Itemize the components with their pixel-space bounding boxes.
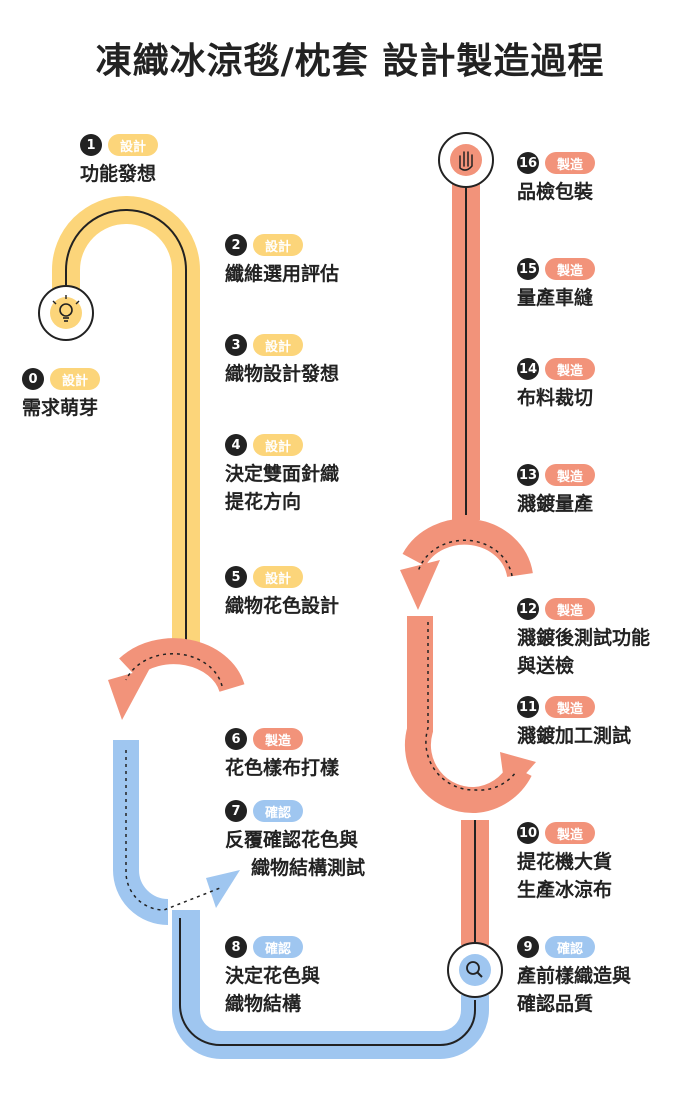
step-number: 8 <box>225 936 247 958</box>
step-number: 3 <box>225 334 247 356</box>
step-2: 2 設計 纖維選用評估 <box>225 232 339 288</box>
step-tag: 設計 <box>253 434 304 456</box>
step-0: 0 設計 需求萌芽 <box>22 366 101 422</box>
step-label: 提花機大貨 <box>517 851 613 873</box>
page-title: 凍織冰涼毯/枕套 設計製造過程 <box>95 41 605 82</box>
step-label: 織物結構 <box>225 993 302 1015</box>
step-3: 3 設計 織物設計發想 <box>225 332 339 388</box>
step-label: 織物花色設計 <box>225 595 340 617</box>
step-1: 1 設計 功能發想 <box>80 132 159 188</box>
step-label: 提花方向 <box>225 491 302 513</box>
step-label: 花色樣布打樣 <box>225 757 340 779</box>
step-label: 量產車縫 <box>517 287 594 309</box>
confirm-path <box>113 740 169 925</box>
step-label: 需求萌芽 <box>22 397 99 419</box>
confirm-arrow-head <box>206 870 240 908</box>
loop-arrow-2 <box>404 616 532 814</box>
step-12: 12 製造 濺鍍後測試功能 與送檢 <box>517 596 650 680</box>
step-9: 9 確認 產前樣織造與 確認品質 <box>517 934 631 1018</box>
lightbulb-icon <box>38 285 94 341</box>
step-label: 纖維選用評估 <box>225 263 340 285</box>
step-label: 決定花色與 <box>225 965 321 987</box>
step-label: 與送檢 <box>517 655 575 677</box>
step-label: 品檢包裝 <box>517 181 594 203</box>
step-label: 濺鍍後測試功能 <box>517 627 651 649</box>
step-tag: 設計 <box>253 566 304 588</box>
step-number: 9 <box>517 936 539 958</box>
step-tag: 設計 <box>253 234 304 256</box>
loop-arrow-1-head <box>108 668 150 720</box>
step-14: 14 製造 布料裁切 <box>517 356 596 412</box>
step-label: 織物設計發想 <box>225 363 340 385</box>
step-number: 11 <box>517 696 539 718</box>
step-tag: 製造 <box>253 728 304 750</box>
loop-arrow-3-head <box>400 560 440 610</box>
step-tag: 製造 <box>545 822 596 844</box>
step-number: 7 <box>225 800 247 822</box>
step-number: 5 <box>225 566 247 588</box>
step-label: 反覆確認花色與 <box>225 829 359 851</box>
step-number: 4 <box>225 434 247 456</box>
step-16: 16 製造 品檢包裝 <box>517 150 596 206</box>
step-label: 織物結構測試 <box>251 857 366 879</box>
step-number: 16 <box>517 152 539 174</box>
step-6: 6 製造 花色樣布打樣 <box>225 726 339 782</box>
step-label: 產前樣織造與 <box>517 965 632 987</box>
step-number: 13 <box>517 464 539 486</box>
step-tag: 設計 <box>50 368 101 390</box>
step-number: 0 <box>22 368 44 390</box>
step-number: 14 <box>517 358 539 380</box>
step-label: 確認品質 <box>517 993 594 1015</box>
step-number: 15 <box>517 258 539 280</box>
step-tag: 設計 <box>253 334 304 356</box>
step-label: 布料裁切 <box>517 387 594 409</box>
step-5: 5 設計 織物花色設計 <box>225 564 339 620</box>
loop-arrow-3 <box>402 518 533 578</box>
step-tag: 製造 <box>545 152 596 174</box>
step-number: 12 <box>517 598 539 620</box>
step-tag: 設計 <box>108 134 159 156</box>
step-label: 濺鍍加工測試 <box>517 725 632 747</box>
step-13: 13 製造 濺鍍量產 <box>517 462 596 518</box>
design-path-line <box>65 209 187 640</box>
step-number: 10 <box>517 822 539 844</box>
step-tag: 製造 <box>545 598 596 620</box>
step-8: 8 確認 決定花色與 織物結構 <box>225 934 320 1018</box>
design-path <box>52 196 200 645</box>
step-label: 生產冰涼布 <box>517 879 613 901</box>
step-number: 6 <box>225 728 247 750</box>
step-15: 15 製造 量產車縫 <box>517 256 596 312</box>
loop-arrow-2-head <box>500 752 536 796</box>
step-tag: 確認 <box>253 936 304 958</box>
step-number: 2 <box>225 234 247 256</box>
hand-icon <box>438 132 494 188</box>
loop-arrow-1 <box>119 638 245 693</box>
magnifier-icon <box>447 942 503 998</box>
step-label: 決定雙面針織 <box>225 463 340 485</box>
step-tag: 製造 <box>545 258 596 280</box>
step-tag: 確認 <box>545 936 596 958</box>
step-label: 濺鍍量產 <box>517 493 594 515</box>
step-4: 4 設計 決定雙面針織 提花方向 <box>225 432 339 516</box>
step-tag: 製造 <box>545 358 596 380</box>
step-10: 10 製造 提花機大貨 生產冰涼布 <box>517 820 612 904</box>
step-7: 7 確認 反覆確認花色與 織物結構測試 <box>225 798 365 882</box>
step-label: 功能發想 <box>80 163 157 185</box>
step-tag: 製造 <box>545 696 596 718</box>
step-tag: 確認 <box>253 800 304 822</box>
step-number: 1 <box>80 134 102 156</box>
step-tag: 製造 <box>545 464 596 486</box>
step-11: 11 製造 濺鍍加工測試 <box>517 694 631 750</box>
